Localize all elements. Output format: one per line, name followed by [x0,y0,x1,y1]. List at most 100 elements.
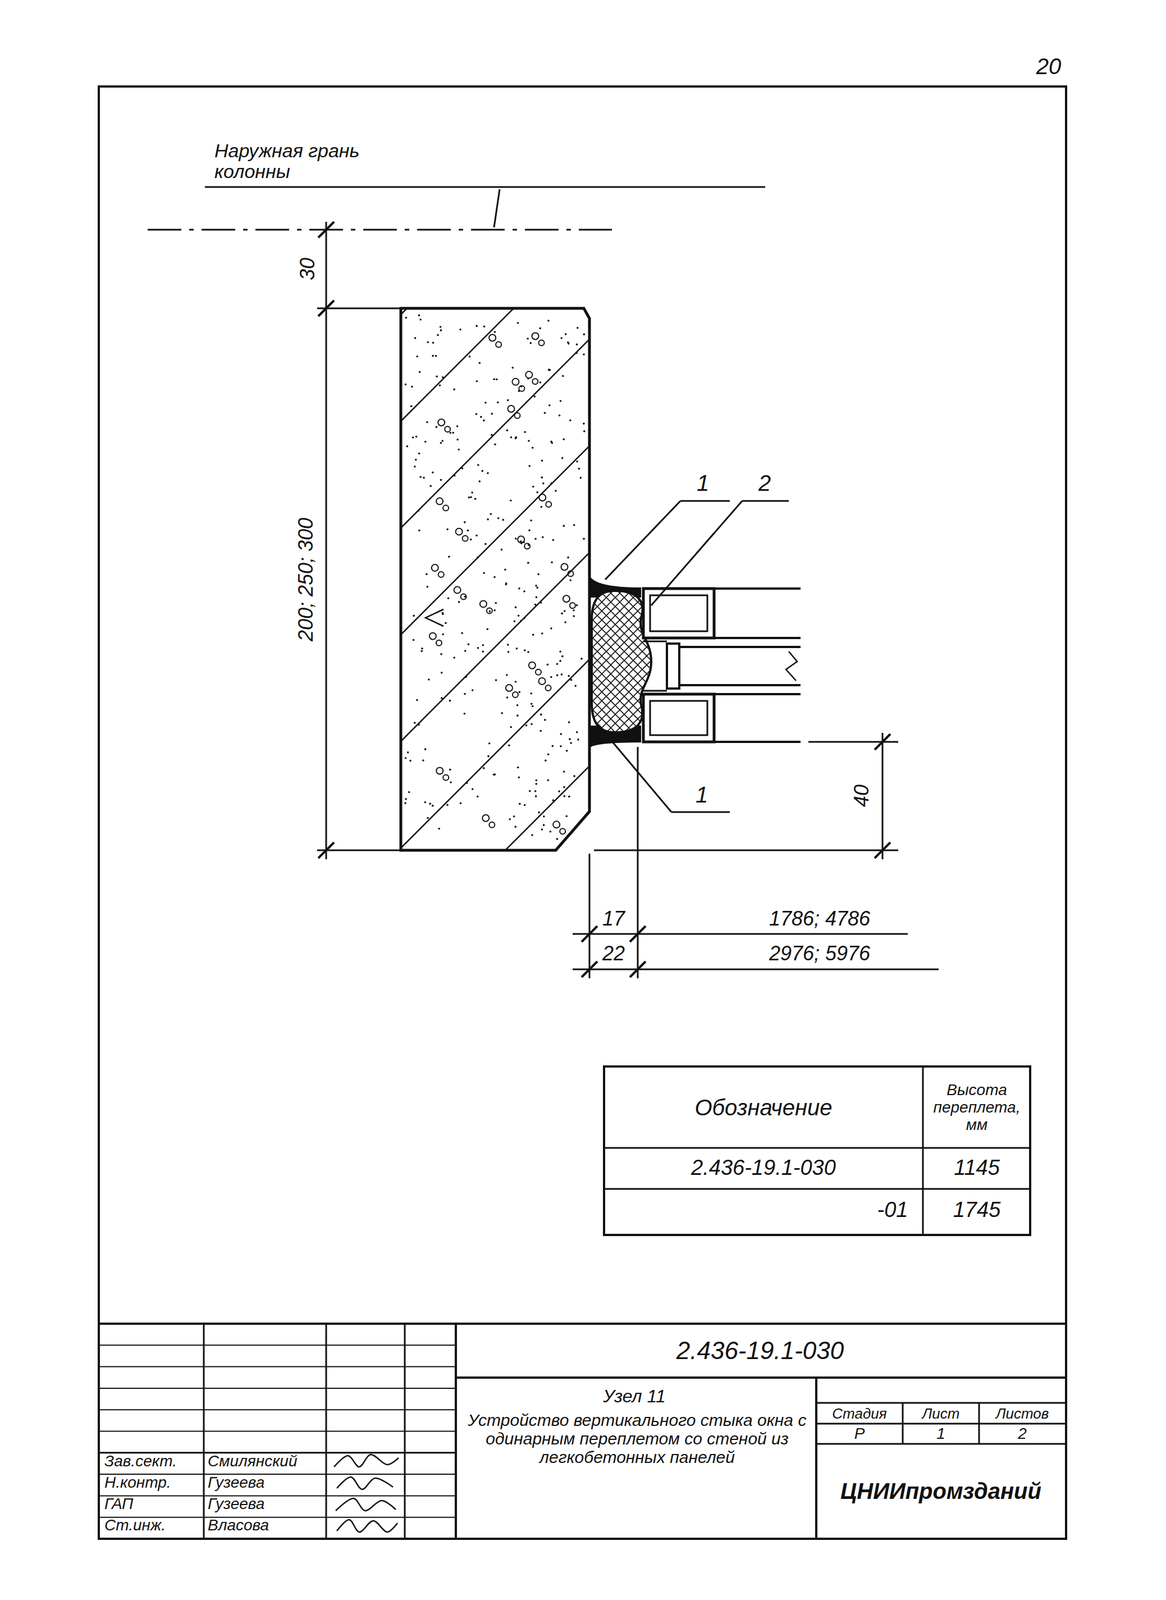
person-name: Гузеева [207,1473,265,1492]
aggregate-dot [423,801,427,804]
aggregate-dot [440,696,443,699]
stamp-header: Листов [995,1405,1050,1422]
aggregate-dot [515,647,519,650]
aggregate-dot [482,766,486,770]
aggregate-dot [477,463,480,466]
role-text: Н.контр. [104,1473,172,1492]
break-mark [785,651,798,681]
dimension-tick [874,842,891,858]
aggregate-dot [528,789,532,793]
aggregate-dot [516,703,519,707]
aggregate-grain [488,334,496,342]
aggregate-dot [558,414,561,417]
aggregate-dot [560,673,564,676]
dimension-text: 2976; 5976 [769,942,871,965]
aggregate-grain [532,378,538,384]
aggregate-dot [430,485,433,488]
aggregate-dot [531,705,534,708]
title-grid-line [98,1494,456,1496]
aggregate-dot [435,375,438,378]
hatch-line [400,22,907,528]
aggregate-dot [508,743,511,747]
aggregate-dot [476,556,479,559]
aggregate-dot [583,333,586,336]
label-slot: 1 [695,782,708,807]
aggregate-dot [451,431,455,434]
extension-line [317,307,401,310]
aggregate-grain [559,828,566,834]
aggregate-dot [517,614,520,617]
aggregate-dot [496,401,500,404]
aggregate-dot [505,582,508,585]
aggregate-dot [467,643,470,646]
aggregate-dot [440,441,443,445]
title-grid-line [98,1387,456,1389]
aggregate-dot [494,330,497,333]
label-slot: Устройство вертикального стыка окна с од… [465,1410,809,1466]
aggregate-dot [518,802,521,806]
table-cell: 1145 [953,1155,1000,1180]
aggregate-dot [528,464,531,468]
aggregate-grain [569,602,576,608]
aggregate-dot [405,316,408,319]
aggregate-dot [426,421,429,424]
panel-hatch [400,0,907,1062]
aggregate-grain [436,497,443,505]
aggregate-dot [575,343,579,346]
profile-chamber [643,588,715,638]
aggregate-grain [552,820,560,828]
aggregate-dot [530,702,533,706]
stamp-line [978,1402,981,1444]
aggregate-dot [573,774,576,777]
aggregate-dot [547,752,550,756]
aggregate-dot [535,782,538,785]
aggregate-dot [463,692,466,695]
aggregate-grain [567,570,574,576]
hatch-line [400,449,907,955]
profile-chamber [666,643,680,689]
aggregate-dot [564,620,567,624]
aggregate-dot [551,744,555,748]
aggregate-dot [459,801,463,804]
aggregate-dot [459,328,462,331]
label-slot: 2.436-19.1-030 [676,1336,844,1364]
aggregate-grain [505,684,513,692]
aggregate-dot [569,741,573,744]
person-name: Власова [207,1516,269,1534]
sheet-frame [98,86,1067,1539]
aggregate-dot [572,609,575,612]
callout-shelf [742,500,789,502]
aggregate-dot [530,722,533,725]
callout-leader [651,500,743,606]
aggregate-dot [550,627,553,630]
aggregate-dot [576,326,579,329]
aggregate-dot [561,375,565,378]
label-slot: Высота переплета, мм [926,1081,1028,1133]
aggregate-dot [446,528,449,531]
aggregate-dot [574,684,577,688]
aggregate-dot [414,336,417,340]
aggregate-dot [435,354,438,358]
window-frame [643,588,715,742]
panel-outline [400,308,590,850]
aggregate-dot [469,495,473,498]
aggregate-dot [559,744,562,748]
aggregate-dot [453,388,456,391]
aggregate-dot [417,509,420,512]
aggregate-dot [536,586,539,589]
aggregate-dot [549,368,552,372]
aggregate-dot [468,355,472,358]
aggregate-dot [449,431,452,434]
aggregate-dot [531,833,534,836]
aggregate-dot [426,816,429,820]
aggregate-dot [534,603,537,606]
aggregate-dot [495,678,498,681]
profile-chamber [650,595,708,631]
aggregate-dot [578,467,581,470]
aggregate-dot [490,433,493,436]
callout-number: 1 [696,470,710,496]
label-slot: 1745 [953,1197,1001,1222]
aggregate-dot [532,633,535,636]
aggregate-dot [468,496,471,499]
aggregate-dot [529,519,533,522]
